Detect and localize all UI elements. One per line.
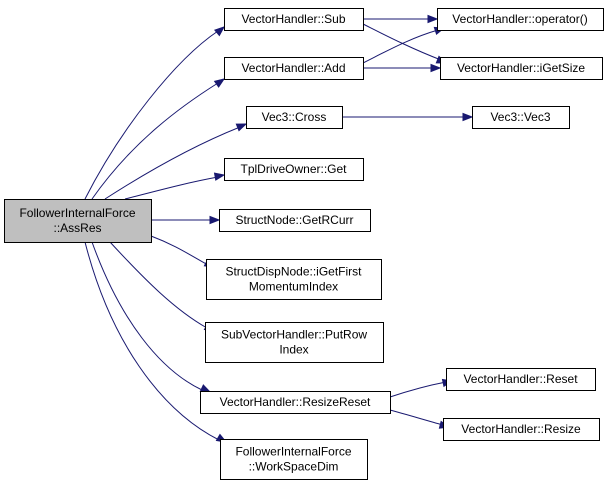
node-followerinternalforce-assres[interactable]: FollowerInternalForce::AssRes	[4, 199, 152, 243]
node-box	[224, 57, 364, 80]
edge-line	[362, 29, 439, 64]
node-box	[205, 322, 384, 363]
node-box	[224, 8, 364, 31]
node-box	[4, 199, 152, 243]
node-vec3-cross[interactable]: Vec3::Cross	[246, 106, 343, 129]
node-vectorhandler-resize[interactable]: VectorHandler::Resize	[443, 418, 600, 441]
arrowhead-icon	[213, 78, 226, 88]
edge-line	[389, 381, 447, 398]
node-box	[472, 106, 570, 129]
node-label: Index	[279, 343, 308, 357]
edge-root-to-sub	[84, 26, 226, 200]
edge-line	[389, 409, 444, 426]
node-box	[200, 391, 391, 414]
node-box	[224, 158, 364, 181]
edge-sub-to-igetsize	[362, 23, 448, 64]
edge-cross-to-vec3	[342, 112, 474, 122]
edge-line	[84, 241, 220, 441]
node-box	[443, 418, 600, 441]
node-label: VectorHandler::iGetSize	[457, 61, 585, 75]
node-label: VectorHandler::operator()	[452, 12, 587, 26]
node-label: StructDispNode::iGetFirst	[225, 265, 362, 279]
node-label: VectorHandler::Add	[241, 61, 345, 75]
call-graph-nodes: FollowerInternalForce::AssResVectorHandl…	[4, 8, 604, 480]
node-label: VectorHandler::Sub	[241, 12, 345, 26]
node-label: Vec3::Cross	[262, 110, 327, 124]
node-box	[437, 8, 604, 31]
node-label: FollowerInternalForce	[19, 206, 135, 220]
node-box	[219, 209, 371, 232]
node-label: SubVectorHandler::PutRow	[221, 328, 367, 342]
node-vectorhandler-resizereset[interactable]: VectorHandler::ResizeReset	[200, 391, 391, 414]
call-graph-edges	[84, 14, 474, 443]
node-label: FollowerInternalForce	[235, 445, 351, 459]
node-vectorhandler-add[interactable]: VectorHandler::Add	[224, 57, 364, 80]
node-label: ::WorkSpaceDim	[249, 460, 339, 474]
edge-resizereset-to-resize	[389, 409, 451, 429]
edge-line	[109, 241, 208, 329]
edge-line	[84, 30, 219, 200]
edge-line	[91, 82, 219, 200]
arrowhead-icon	[213, 172, 226, 181]
edge-root-to-igetfirst	[150, 235, 216, 268]
arrowhead-icon	[462, 112, 474, 122]
edge-root-to-cross	[104, 123, 248, 200]
node-box	[446, 368, 596, 391]
node-vec3-vec3[interactable]: Vec3::Vec3	[472, 106, 570, 129]
edge-line	[91, 241, 203, 391]
node-vectorhandler-reset[interactable]: VectorHandler::Reset	[446, 368, 596, 391]
edge-root-to-add	[91, 78, 226, 200]
edge-sub-to-operator	[363, 14, 439, 24]
node-label: VectorHandler::Reset	[463, 372, 578, 386]
edge-root-to-putrow	[109, 241, 216, 332]
edge-root-to-resizereset	[91, 241, 212, 393]
node-label: ::AssRes	[53, 221, 101, 235]
edge-resizereset-to-reset	[389, 378, 454, 398]
arrowhead-icon	[214, 26, 226, 37]
node-label: StructNode::GetRCurr	[235, 213, 353, 227]
edge-add-to-igetsize	[363, 63, 442, 73]
node-label: TplDriveOwner::Get	[240, 162, 347, 176]
arrowhead-icon	[427, 14, 439, 24]
edge-root-to-getrcurr	[151, 215, 221, 225]
node-label: MomentumIndex	[249, 280, 338, 294]
node-box	[246, 106, 343, 129]
edge-root-to-get	[124, 172, 226, 200]
node-followerinternalforce-workspacedim[interactable]: FollowerInternalForce::WorkSpaceDim	[220, 439, 368, 480]
edge-line	[124, 176, 219, 200]
node-label: Vec3::Vec3	[490, 110, 550, 124]
edge-line	[104, 126, 241, 200]
node-label: VectorHandler::ResizeReset	[220, 395, 371, 409]
arrowhead-icon	[235, 123, 248, 132]
node-label: VectorHandler::Resize	[461, 422, 581, 436]
node-vectorhandler-operator[interactable]: VectorHandler::operator()	[437, 8, 604, 31]
node-structnode-getrcurr[interactable]: StructNode::GetRCurr	[219, 209, 371, 232]
edge-line	[150, 235, 209, 266]
arrowhead-icon	[209, 215, 221, 225]
node-box	[440, 57, 603, 80]
edge-line	[362, 23, 442, 61]
node-vectorhandler-sub[interactable]: VectorHandler::Sub	[224, 8, 364, 31]
node-vectorhandler-igetsize[interactable]: VectorHandler::iGetSize	[440, 57, 603, 80]
arrowhead-icon	[430, 63, 442, 73]
node-box	[206, 259, 382, 300]
node-tpldriveowner-get[interactable]: TplDriveOwner::Get	[224, 158, 364, 181]
node-box	[220, 439, 368, 480]
